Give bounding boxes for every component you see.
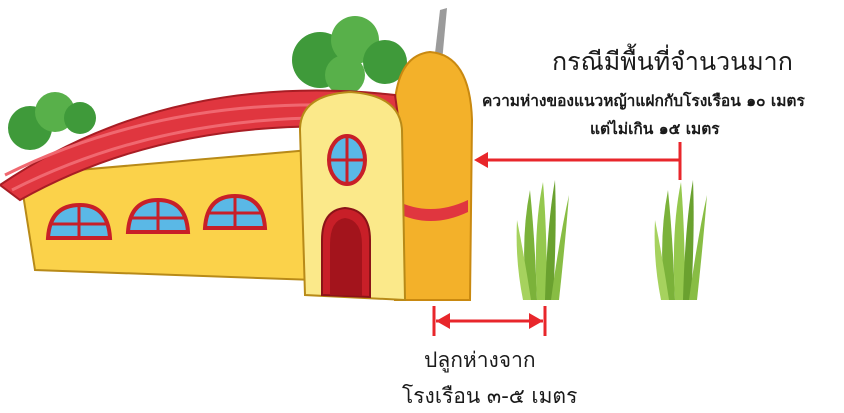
distance-arrow-small (432, 306, 547, 336)
side-window-icon (202, 193, 268, 230)
distance-large-label-line2: แต่ไม่เกิน ๑๕ เมตร (590, 120, 720, 138)
round-window-icon (327, 134, 367, 186)
house-illustration (0, 89, 407, 302)
distance-small-label-line1: ปลูกห่างจาก (424, 348, 536, 372)
distance-small-label-line2: โรงเรือน ๓-๕ เมตร (402, 384, 578, 408)
diagram-title: กรณีมีพื้นที่จำนวนมาก (552, 47, 793, 76)
distance-large-label-line1: ความห่างของแนวหญ้าแฝกกับโรงเรือน ๑๐ เมตร (482, 92, 805, 110)
tower-icon (394, 8, 474, 301)
bush-left-icon (8, 92, 96, 150)
distance-arrow-large (474, 142, 682, 180)
vetiver-grass-icon (516, 180, 569, 300)
vetiver-grass-icon (654, 180, 707, 300)
bush-right-icon (292, 16, 407, 95)
side-window-icon (45, 202, 113, 240)
side-window-icon (125, 197, 191, 234)
